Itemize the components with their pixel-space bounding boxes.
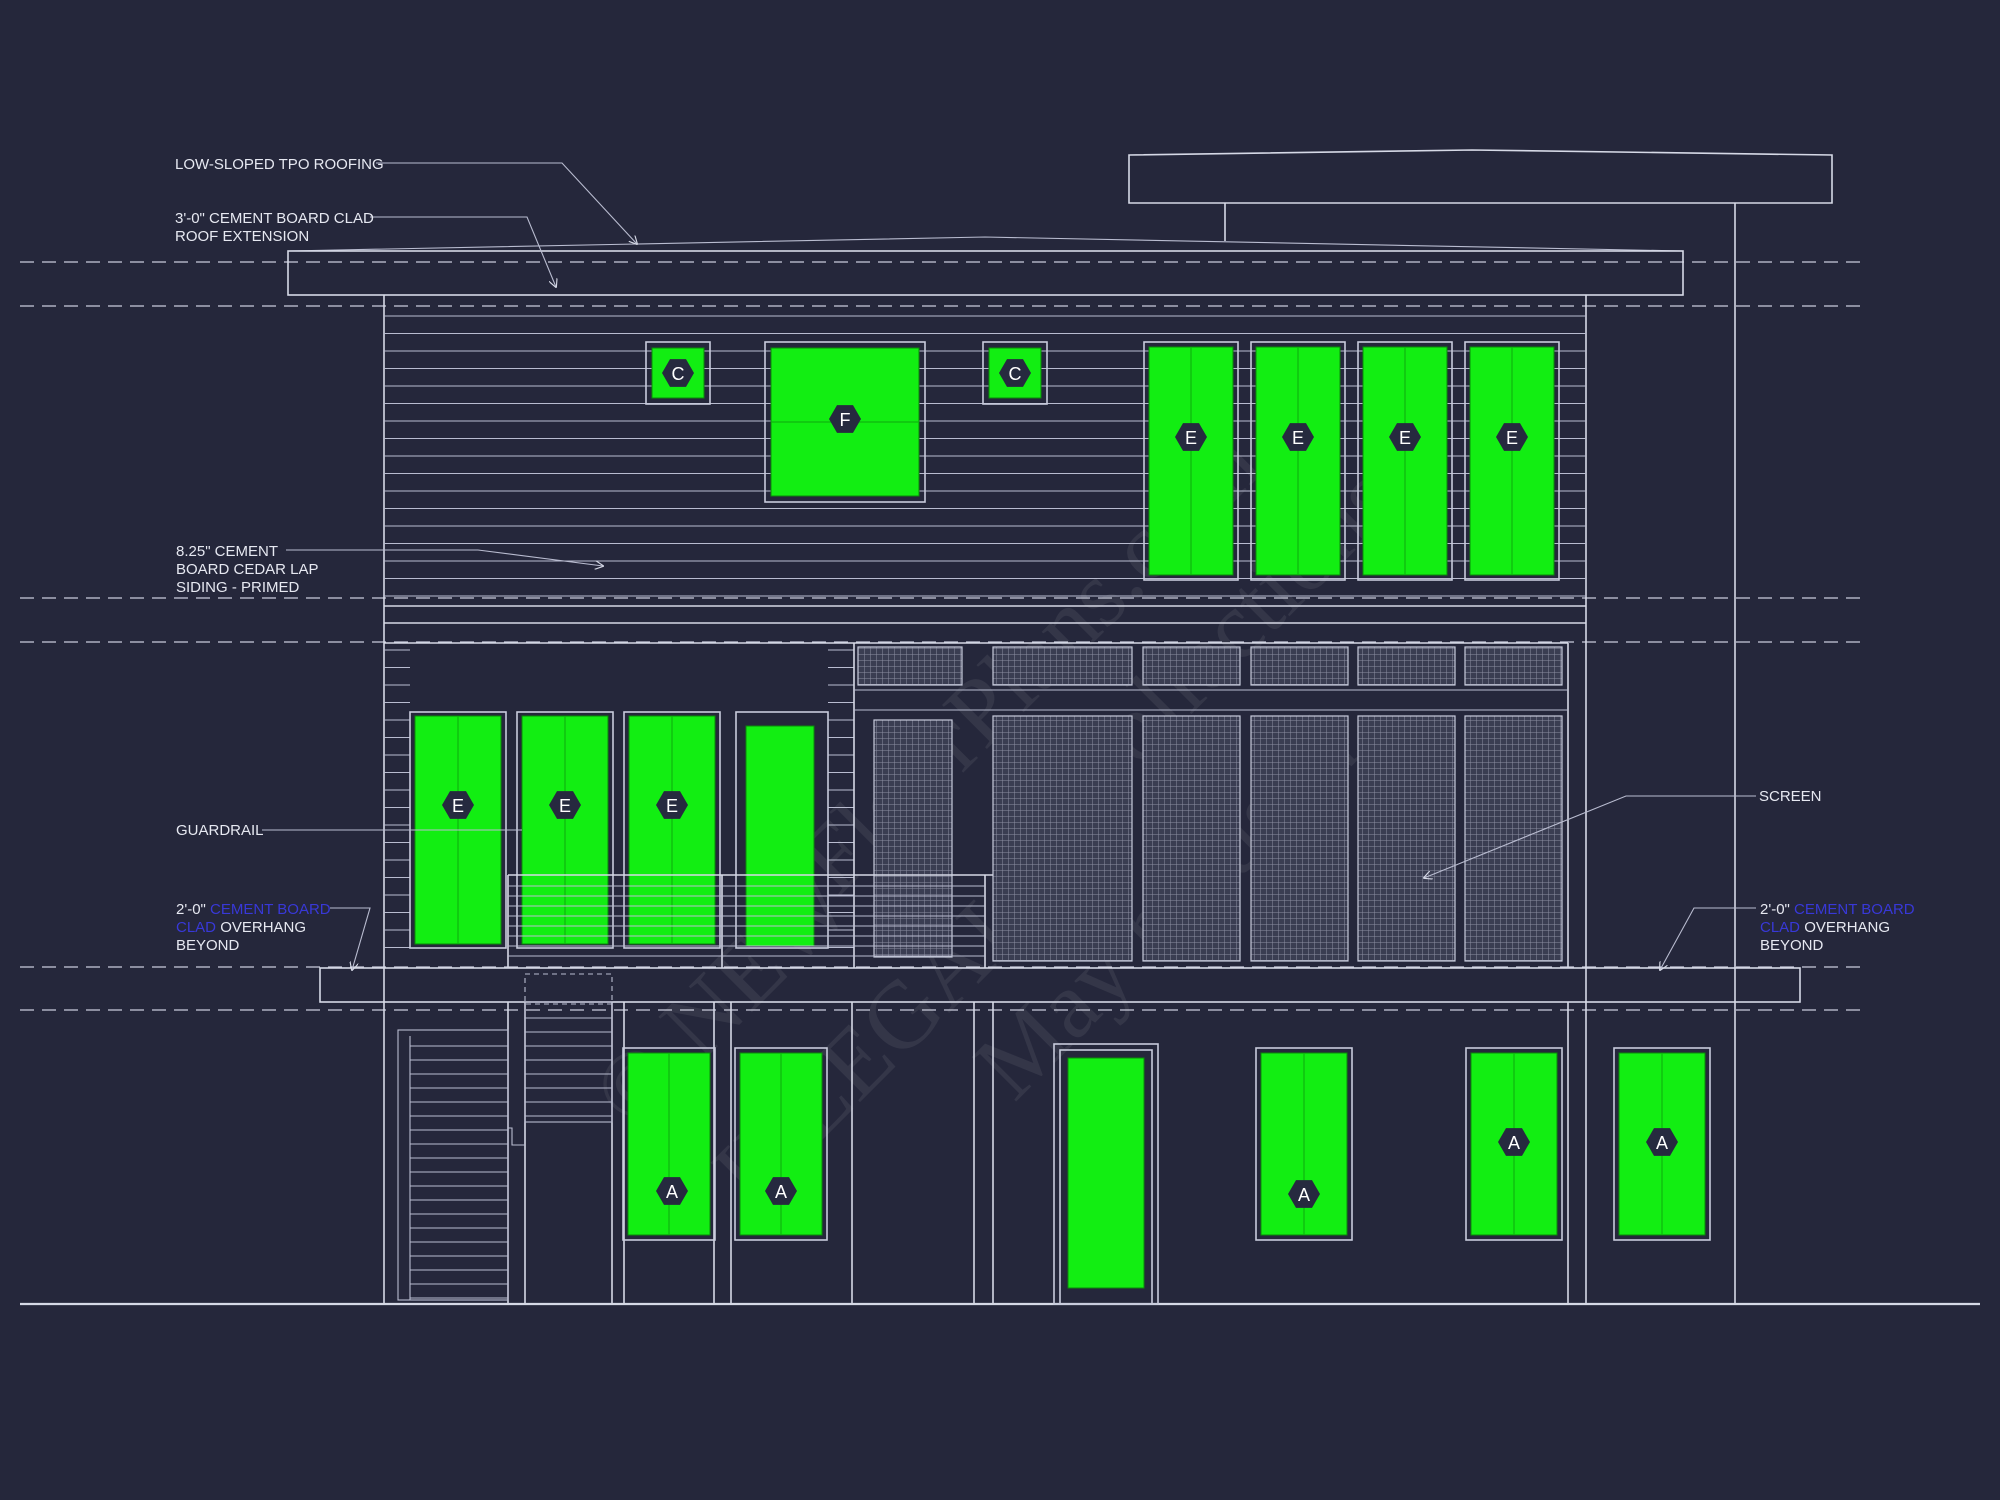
note-overhang-left-blue-2: CLAD (176, 919, 216, 936)
window-tag-label: C (672, 364, 685, 384)
hexagon-icon (656, 791, 688, 819)
hexagon-icon (1389, 423, 1421, 451)
window-tag-label: E (1399, 428, 1411, 448)
main-roof (287, 236, 1684, 296)
window-tag-e: E (1175, 423, 1207, 451)
note-overhang-left-3: BEYOND (176, 937, 240, 954)
upper-roof (1128, 149, 1833, 1304)
window-tag-e: E (656, 791, 688, 819)
note-overhang-left-rest: OVERHANG (220, 919, 306, 936)
building-outline (383, 295, 1587, 1304)
window-tag-f: F (829, 405, 861, 433)
window-tag-label: C (1009, 364, 1022, 384)
note-overhang-right-blue-2: CLAD (1760, 919, 1800, 936)
transom-screens (857, 646, 1563, 686)
note-overhang-left-1: 2'-0" CEMENT BOARD (176, 901, 331, 918)
window-tag-label: E (452, 796, 464, 816)
note-siding-1: 8.25" CEMENT (176, 543, 278, 560)
annotations: LOW-SLOPED TPO ROOFING 3'-0" CEMENT BOAR… (175, 156, 1915, 954)
lap-siding-middle (384, 642, 854, 949)
window-tag-a: A (1288, 1180, 1320, 1208)
note-overhang-right-rest: OVERHANG (1804, 919, 1890, 936)
window-tag-label: A (775, 1182, 787, 1202)
note-siding-2: BOARD CEDAR LAP (176, 561, 319, 578)
note-guardrail: GUARDRAIL (176, 822, 264, 839)
window-tag-e: E (442, 791, 474, 819)
leader-lines (262, 162, 1756, 970)
porch-screens (873, 715, 1563, 962)
overhang-band (319, 967, 1801, 1003)
note-roof-extension-2: ROOF EXTENSION (175, 228, 309, 245)
hexagon-icon (1496, 423, 1528, 451)
note-siding-3: SIDING - PRIMED (176, 579, 300, 596)
window-tag-a: A (1646, 1128, 1678, 1156)
window-tag-e: E (549, 791, 581, 819)
note-overhang-right-blue: CEMENT BOARD (1794, 901, 1915, 918)
window-tag-label: A (666, 1182, 678, 1202)
hexagon-icon (1282, 423, 1314, 451)
note-overhang-left-dim: 2'-0" (176, 901, 206, 918)
window-tag-label: E (1506, 428, 1518, 448)
window-tag-label: A (1298, 1185, 1310, 1205)
note-roofing: LOW-SLOPED TPO ROOFING (175, 156, 384, 173)
note-overhang-left-blue: CEMENT BOARD (210, 901, 331, 918)
hexagon-icon (1175, 423, 1207, 451)
window-tag-e: E (1282, 423, 1314, 451)
hexagon-icon (999, 359, 1031, 387)
hexagon-icon (549, 791, 581, 819)
window-tag-label: E (559, 796, 571, 816)
hexagon-icon (765, 1177, 797, 1205)
note-overhang-right-2: CLAD OVERHANG (1760, 919, 1890, 936)
note-screen: SCREEN (1759, 788, 1822, 805)
hexagon-icon (829, 405, 861, 433)
window-tag-label: A (1508, 1133, 1520, 1153)
window-tag-a: A (656, 1177, 688, 1205)
note-overhang-left-2: CLAD OVERHANG (176, 919, 306, 936)
ground-floor-windows (622, 1043, 1711, 1305)
hexagon-icon (1646, 1128, 1678, 1156)
hexagon-icon (656, 1177, 688, 1205)
note-overhang-right-dim: 2'-0" (1760, 901, 1790, 918)
window-tag-a: A (1498, 1128, 1530, 1156)
hexagon-icon (1288, 1180, 1320, 1208)
guardrail (507, 874, 993, 968)
hexagon-icon (1498, 1128, 1530, 1156)
hexagon-icon (442, 791, 474, 819)
note-roof-extension-1: 3'-0" CEMENT BOARD CLAD (175, 210, 374, 227)
window-tag-e: E (1389, 423, 1421, 451)
upper-windows (645, 341, 1560, 581)
window-tag-label: E (1185, 428, 1197, 448)
window-tag-label: F (840, 410, 851, 430)
porch-structure (853, 642, 1569, 968)
note-overhang-right-3: BEYOND (1760, 937, 1824, 954)
hexagon-icon (662, 359, 694, 387)
window-tag-a: A (765, 1177, 797, 1205)
window-tags: C F C E E E E E E E A A A A A (442, 359, 1678, 1208)
window-tag-label: A (1656, 1133, 1668, 1153)
window-tag-c: C (999, 359, 1031, 387)
window-tag-e: E (1496, 423, 1528, 451)
window-tag-label: E (1292, 428, 1304, 448)
window-tag-label: E (666, 796, 678, 816)
window-tag-c: C (662, 359, 694, 387)
exterior-stairs (397, 973, 613, 1301)
note-overhang-right-1: 2'-0" CEMENT BOARD (1760, 901, 1915, 918)
